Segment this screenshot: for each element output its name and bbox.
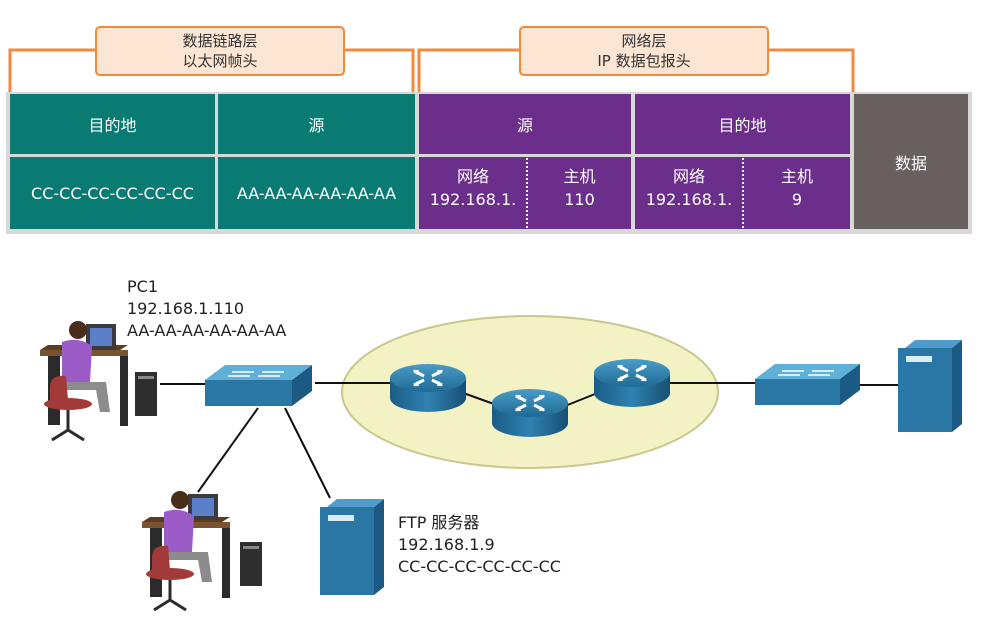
- pc2-workstation-icon: [142, 491, 262, 612]
- eth-dst-mac: CC-CC-CC-CC-CC-CC: [10, 157, 215, 229]
- ip-dst-host: 主机 9: [744, 165, 850, 211]
- link-switch-ftp: [284, 407, 331, 499]
- router-1-icon: [390, 364, 466, 412]
- ip-src-cell: [419, 157, 631, 229]
- switch-1-icon: [205, 365, 312, 406]
- ftp-info: FTP 服务器 192.168.1.9 CC-CC-CC-CC-CC-CC: [398, 512, 561, 578]
- link-switch-pc2: [197, 407, 259, 493]
- pc1-name: PC1: [127, 277, 158, 296]
- ip-src-network: 网络 192.168.1.: [419, 165, 527, 211]
- router-3-icon: [594, 359, 670, 407]
- router-2-icon: [492, 389, 568, 437]
- data-cell: 数据: [854, 94, 968, 229]
- ip-dst-host-value: 9: [791, 190, 803, 209]
- pc1-mac: AA-AA-AA-AA-AA-AA: [127, 321, 287, 340]
- datalink-header-label: 数据链路层 以太网帧头: [95, 26, 345, 76]
- pc1-info: PC1 192.168.1.110 AA-AA-AA-AA-AA-AA: [127, 276, 286, 342]
- datalink-title: 数据链路层: [182, 32, 258, 50]
- eth-src-mac: AA-AA-AA-AA-AA-AA: [218, 157, 415, 229]
- ip-dst-network: 网络 192.168.1.: [635, 165, 743, 211]
- ftp-server-icon: [320, 499, 384, 595]
- ip-src-host: 主机 110: [528, 165, 631, 211]
- eth-src-title: 源: [218, 94, 415, 154]
- ftp-mac: CC-CC-CC-CC-CC-CC: [398, 557, 561, 576]
- network-subtitle: IP 数据包报头: [597, 52, 691, 70]
- eth-dst-title: 目的地: [10, 94, 215, 154]
- ip-src-host-label: 主机: [563, 167, 596, 186]
- switch-2-icon: [755, 364, 860, 405]
- ip-dst-title: 目的地: [635, 94, 850, 154]
- ip-dst-net-value: 192.168.1.: [645, 190, 733, 209]
- ip-dst-net-label: 网络: [672, 167, 705, 186]
- ip-src-title: 源: [419, 94, 631, 154]
- ip-src-net-value: 192.168.1.: [429, 190, 517, 209]
- network-header-label: 网络层 IP 数据包报头: [519, 26, 769, 76]
- server-right-icon: [898, 340, 962, 432]
- ip-dst-divider: [742, 158, 744, 228]
- ip-dst-host-label: 主机: [780, 167, 813, 186]
- datalink-subtitle: 以太网帧头: [182, 52, 258, 70]
- ftp-name: FTP 服务器: [398, 513, 480, 532]
- ip-src-divider: [526, 158, 528, 228]
- network-title: 网络层: [621, 32, 667, 50]
- ftp-ip: 192.168.1.9: [398, 535, 495, 554]
- pc1-workstation-icon: [40, 321, 157, 442]
- pc1-ip: 192.168.1.110: [127, 299, 245, 318]
- ip-src-host-value: 110: [564, 190, 595, 209]
- network-topology: [40, 315, 962, 612]
- ip-src-net-label: 网络: [456, 167, 489, 186]
